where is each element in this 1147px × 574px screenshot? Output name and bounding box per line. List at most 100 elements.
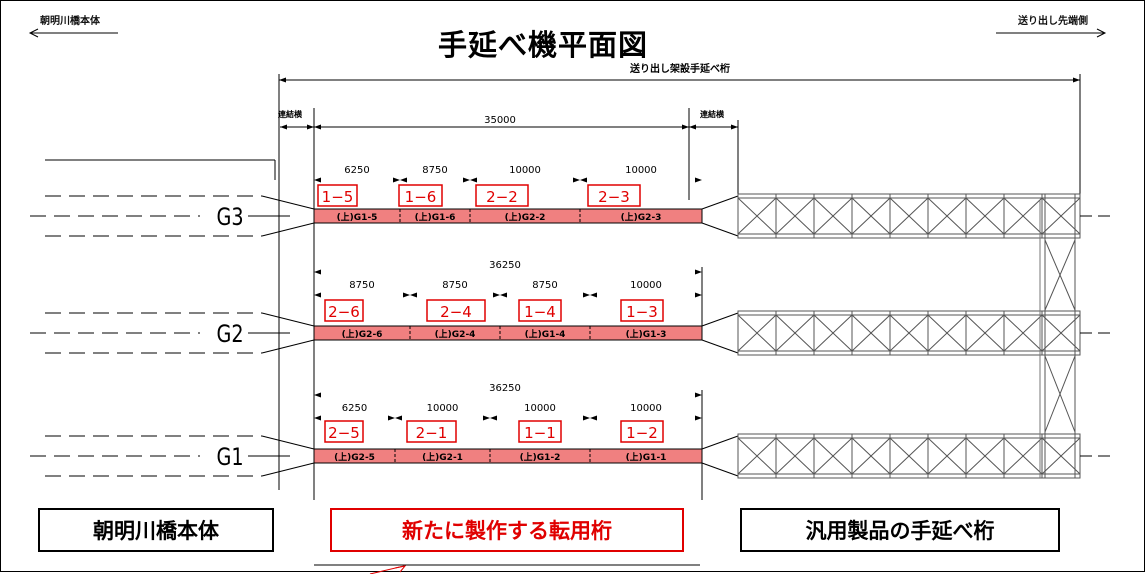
truss-diagonal xyxy=(851,197,891,235)
segment-dimension-value: 10000 xyxy=(427,403,459,414)
truss-diagonal xyxy=(889,197,929,235)
arrow-head xyxy=(682,124,689,130)
truss-diagonal xyxy=(737,437,777,475)
connector-line xyxy=(701,462,739,477)
arrow-head xyxy=(28,28,39,38)
truss-diagonal xyxy=(775,197,815,235)
arrow-head xyxy=(410,292,417,298)
segment-id-box xyxy=(426,299,486,322)
truss-diagonal xyxy=(1003,437,1043,475)
arrow-head xyxy=(695,292,702,298)
truss-diagonal xyxy=(889,314,929,352)
connector-label-right: 連結横 xyxy=(700,109,725,119)
truss-diagonal xyxy=(889,437,929,475)
arrow-head xyxy=(314,292,321,298)
arrow-head xyxy=(280,124,287,130)
taper-line xyxy=(261,435,315,450)
arrow-head xyxy=(470,177,477,183)
truss-diagonal xyxy=(737,314,777,352)
left-direction-label: 朝明川橋本体 xyxy=(40,16,100,27)
total-dimension-value: 36250 xyxy=(489,383,521,394)
arrow-head xyxy=(695,392,702,398)
segment-dimension-value: 10000 xyxy=(630,280,662,291)
segment-id-box xyxy=(620,299,664,322)
arrow-head xyxy=(1073,77,1080,83)
arrow-head xyxy=(573,177,580,183)
arrow-head xyxy=(583,415,590,421)
right-direction-label: 送り出し先端側 xyxy=(1018,16,1088,27)
arrow-head xyxy=(314,269,321,275)
arrow-head xyxy=(463,177,470,183)
arrow-head xyxy=(279,77,286,83)
connector-line xyxy=(701,435,739,450)
segment-code: (上)G2-4 xyxy=(435,328,476,340)
segment-id-box xyxy=(398,184,443,207)
arrow-head xyxy=(307,124,314,130)
segment-code: (上)G1-6 xyxy=(415,211,456,223)
segment-code: (上)G1-1 xyxy=(626,451,667,463)
arrow-head xyxy=(403,292,410,298)
segment-id: 2−3 xyxy=(598,188,630,206)
arrow-head xyxy=(695,415,702,421)
total-dimension-value: 36250 xyxy=(489,260,521,271)
segment-id: 1−4 xyxy=(524,303,556,321)
truss-diagonal xyxy=(1041,197,1081,235)
connector-line xyxy=(701,312,739,327)
segment-dimension-value: 10000 xyxy=(625,165,657,176)
girder-name: G2 xyxy=(216,321,243,349)
segment-id: 2−4 xyxy=(440,303,472,321)
connector-line xyxy=(701,222,739,237)
segment-code: (上)G2-1 xyxy=(422,451,463,463)
segment-id: 1−6 xyxy=(405,188,437,206)
cross-truss-diagonal xyxy=(1044,239,1076,311)
arrow-head xyxy=(695,177,702,183)
arrow-head xyxy=(314,124,321,130)
arrow-head xyxy=(500,292,507,298)
taper-line xyxy=(261,222,315,237)
cross-truss-diagonal xyxy=(1044,355,1076,433)
truss-diagonal xyxy=(1041,437,1081,475)
girder-name: G1 xyxy=(216,444,243,472)
segment-code: (上)G2-3 xyxy=(621,211,662,223)
truss-diagonal xyxy=(775,437,815,475)
arrow-head xyxy=(583,292,590,298)
truss-diagonal xyxy=(965,437,1005,475)
arrow-head xyxy=(689,124,696,130)
arrow-head xyxy=(731,124,738,130)
truss-diagonal xyxy=(813,314,853,352)
arrow-head xyxy=(490,415,497,421)
arrow-head xyxy=(580,177,587,183)
connector-label-left: 連結横 xyxy=(278,109,303,119)
truss-diagonal xyxy=(965,197,1005,235)
arrow-head xyxy=(314,177,321,183)
segment-id: 2−6 xyxy=(328,303,360,321)
truss-diagonal xyxy=(1003,314,1043,352)
arrow-head xyxy=(590,415,597,421)
taper-line xyxy=(261,462,315,477)
arrow-head xyxy=(590,292,597,298)
segment-id: 2−5 xyxy=(328,424,360,442)
segment-id-box xyxy=(518,299,562,322)
segment-code: (上)G2-6 xyxy=(342,328,383,340)
truss-diagonal xyxy=(851,314,891,352)
girder-segment-bar xyxy=(313,448,703,464)
connector-line xyxy=(701,339,739,354)
segment-id-box xyxy=(587,184,641,207)
bridge-body-label: 朝明川橋本体 xyxy=(38,508,274,552)
segment-id-box xyxy=(406,420,457,443)
segment-id-box xyxy=(324,299,364,322)
truss-diagonal xyxy=(927,314,967,352)
truss-diagonal xyxy=(1003,197,1043,235)
segment-id: 1−2 xyxy=(626,424,658,442)
segment-id: 2−2 xyxy=(486,188,518,206)
segment-code: (上)G1-5 xyxy=(337,211,378,223)
truss-diagonal xyxy=(927,437,967,475)
segment-code: (上)G2-5 xyxy=(334,451,375,463)
arrow-head xyxy=(1096,28,1107,38)
arrow-head xyxy=(388,415,395,421)
segment-code: (上)G1-2 xyxy=(520,451,561,463)
segment-dimension-value: 10000 xyxy=(524,403,556,414)
